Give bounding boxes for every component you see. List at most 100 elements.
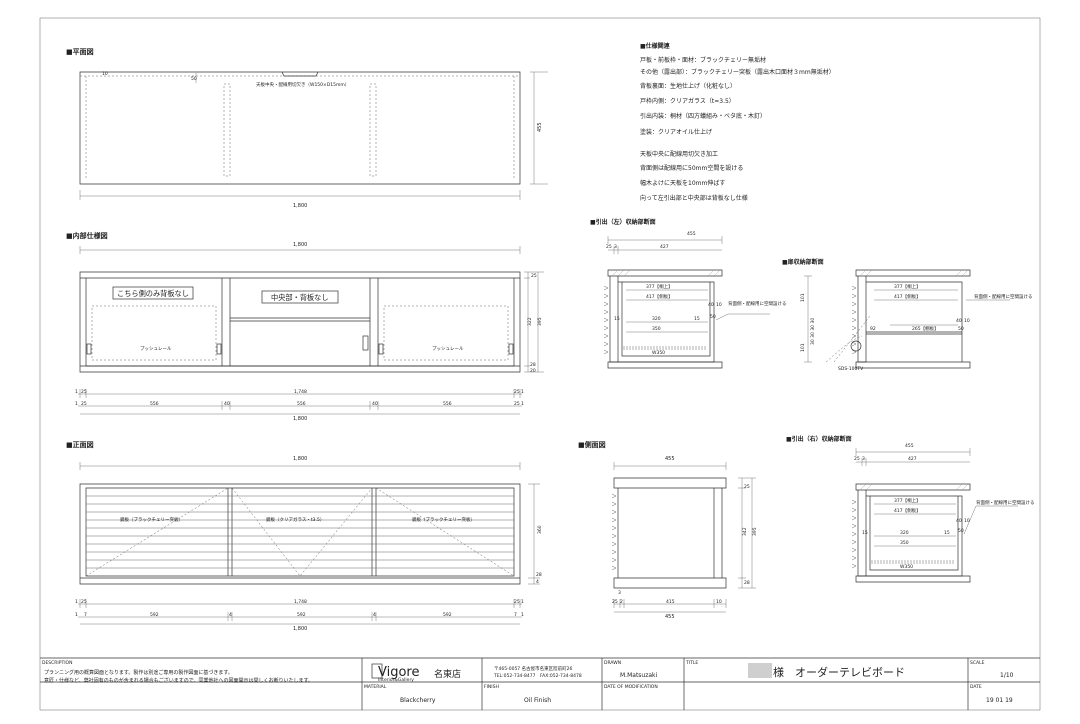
- drawn-by: M.Matsuzaki: [620, 672, 658, 679]
- dovetail-mark: [611, 543, 617, 547]
- dovetail-mark: [851, 547, 857, 551]
- drawer-left-d377: 377【桐上】: [646, 283, 673, 290]
- logo-sub: Interior&Gallery: [378, 677, 414, 683]
- interior-total-dim: 1,800: [293, 416, 307, 422]
- front-panel-right: 鏡板（ブラックチェリー突板）: [412, 516, 475, 523]
- dovetail-mark: [851, 343, 857, 347]
- side-dim-395: 395: [752, 527, 758, 536]
- front-panel-center: 鏡板（クリアガラス・t3.5）: [266, 516, 324, 523]
- title-block: DESCRIPTION プランニング用の概算図面となります。製作は別途ご専用の製…: [40, 657, 1040, 710]
- door-d377: 377【桐上】: [894, 283, 921, 290]
- date-label: DATE: [970, 684, 982, 690]
- drawer-left-d350: 350: [652, 326, 661, 332]
- push-rail-right: プッシュレール: [432, 346, 464, 352]
- dovetail-mark: [851, 523, 857, 527]
- drawer-right-top-dim: 455: [905, 443, 914, 449]
- interior-r1-1: 25: [81, 389, 87, 395]
- scale-value: 1/10: [1000, 672, 1014, 679]
- drawer-left-s40: 40: [708, 302, 714, 308]
- door-section-title: ■扉収納部断面: [782, 258, 824, 266]
- drawer-right-s10: 10: [964, 518, 970, 524]
- dovetail-mark: [851, 351, 857, 355]
- date-value: 19 01 19: [986, 697, 1013, 704]
- dovetail-mark: [611, 533, 617, 537]
- drawer-right-d350: 350: [900, 540, 909, 546]
- dovetail-mark: [603, 285, 609, 289]
- front-dim-4: 4: [536, 579, 539, 585]
- no-backboard-label-center: 中央部・背板なし: [271, 293, 329, 302]
- dovetail-mark: [851, 517, 857, 521]
- drawer-left-s10: 10: [716, 302, 722, 308]
- drawer-left-note: 背面側・配線用に空間設ける: [728, 300, 787, 307]
- spec-line-1: その他（露出部）：ブラックチェリー突板（露出木口面材３mm無垢材）: [640, 68, 835, 76]
- interior-r2-2: 556: [150, 401, 159, 407]
- front-r1-3: 25: [514, 599, 520, 605]
- dovetail-mark: [611, 517, 617, 521]
- drawer-right-d417: 417【側板】: [894, 507, 921, 514]
- side-dim-342: 342: [742, 527, 748, 536]
- dovetail-mark: [603, 287, 609, 291]
- dovetail-mark: [611, 495, 617, 499]
- side-r-3: 10: [716, 599, 722, 605]
- dovetail-mark: [603, 335, 609, 339]
- interior-r2-7: 25: [514, 401, 520, 407]
- spec-line-2: 背板裏面：生地仕上げ（化粧なし）: [640, 82, 736, 90]
- dovetail-mark: [611, 525, 617, 529]
- plan-notch-label: 天板中央・配線用切欠き（W150×D15mm）: [256, 81, 349, 88]
- interior-r2-0: 1: [75, 401, 78, 407]
- dovetail-mark: [851, 533, 857, 537]
- spec-note-3: 向って左引出部と中央部は背板なし仕様: [640, 194, 748, 202]
- spec-block: ■仕様関連 戸板・前板枠・面材：ブラックチェリー無垢材 その他（露出部）：ブラッ…: [640, 42, 835, 202]
- drawer-left-d417: 417【側板】: [646, 293, 673, 300]
- drawer-left-section: 455 25 3 427 377【桐上】 417【側板】 320 350 15 …: [603, 231, 787, 369]
- spec-line-0: 戸板・前板枠・面材：ブラックチェリー無垢材: [640, 56, 766, 64]
- finish-label: FINISH: [484, 684, 499, 690]
- dovetail-mark: [611, 519, 617, 523]
- drawing-title: 様 オーダーテレビボード: [773, 665, 905, 679]
- drawer-right-d320: 320: [900, 530, 909, 536]
- dovetail-mark: [851, 335, 857, 339]
- drawer-left-top-dim: 455: [687, 231, 696, 237]
- dovetail-mark: [851, 325, 857, 329]
- drawer-right-r-0: 25: [854, 456, 860, 462]
- store-tel: TEL:052-734-8477 FAX:052-734-8478: [493, 673, 582, 679]
- sheet-border: [39, 17, 1041, 711]
- logo-mark: [371, 663, 383, 679]
- dovetail-mark: [851, 311, 857, 315]
- door-hinge: SDS-100TV: [838, 366, 864, 372]
- dovetail-mark: [851, 501, 857, 505]
- dovetail-mark: [851, 515, 857, 519]
- dovetail-mark: [851, 317, 857, 321]
- push-rail-left: プッシュレール: [140, 346, 172, 352]
- door-note: 背面側・配線用に空間設ける: [974, 293, 1033, 300]
- drawer-right-note: 背面側・配線用に空間設ける: [976, 499, 1035, 506]
- side-dim-25: 25: [744, 484, 750, 490]
- door-d265: 265【棚板】: [912, 325, 939, 332]
- interior-dim-28: 28: [530, 362, 536, 368]
- dovetail-mark: [851, 349, 857, 353]
- spec-note-0: 天板中央に配線用切欠き加工: [640, 150, 718, 158]
- interior-dim-322: 322: [527, 317, 533, 326]
- dovetail-mark: [603, 349, 609, 353]
- side-r-1: 2: [620, 599, 623, 605]
- dovetail-mark: [851, 557, 857, 561]
- spec-line-5: 塗装：クリアオイル仕上げ: [640, 128, 712, 136]
- side-total-dim: 455: [665, 614, 675, 620]
- spec-title: ■仕様関連: [640, 42, 671, 50]
- front-r2-0: 1: [75, 612, 78, 618]
- interior-r1-0: 1: [75, 389, 78, 395]
- drawn-label: DRAWN: [604, 660, 621, 666]
- interior-dim-20: 20: [530, 368, 536, 374]
- dovetail-mark: [851, 319, 857, 323]
- plan-dim-10: 10: [102, 71, 108, 77]
- spec-note-2: 幅木よけに天板を10mm伸ばす: [640, 179, 725, 187]
- dovetail-mark: [603, 317, 609, 321]
- dovetail-mark: [851, 541, 857, 545]
- customer-name-redaction: [748, 663, 772, 678]
- side-r-2: 415: [666, 599, 675, 605]
- finish-value: Oil Finish: [524, 697, 551, 704]
- dovetail-mark: [603, 301, 609, 305]
- dovetail-mark: [851, 563, 857, 567]
- dovetail-mark: [851, 295, 857, 299]
- front-view: 1,800 鏡板（ブラックチェリー突板） 鏡板（クリアガラス・t3.5） 鏡板（…: [75, 456, 543, 632]
